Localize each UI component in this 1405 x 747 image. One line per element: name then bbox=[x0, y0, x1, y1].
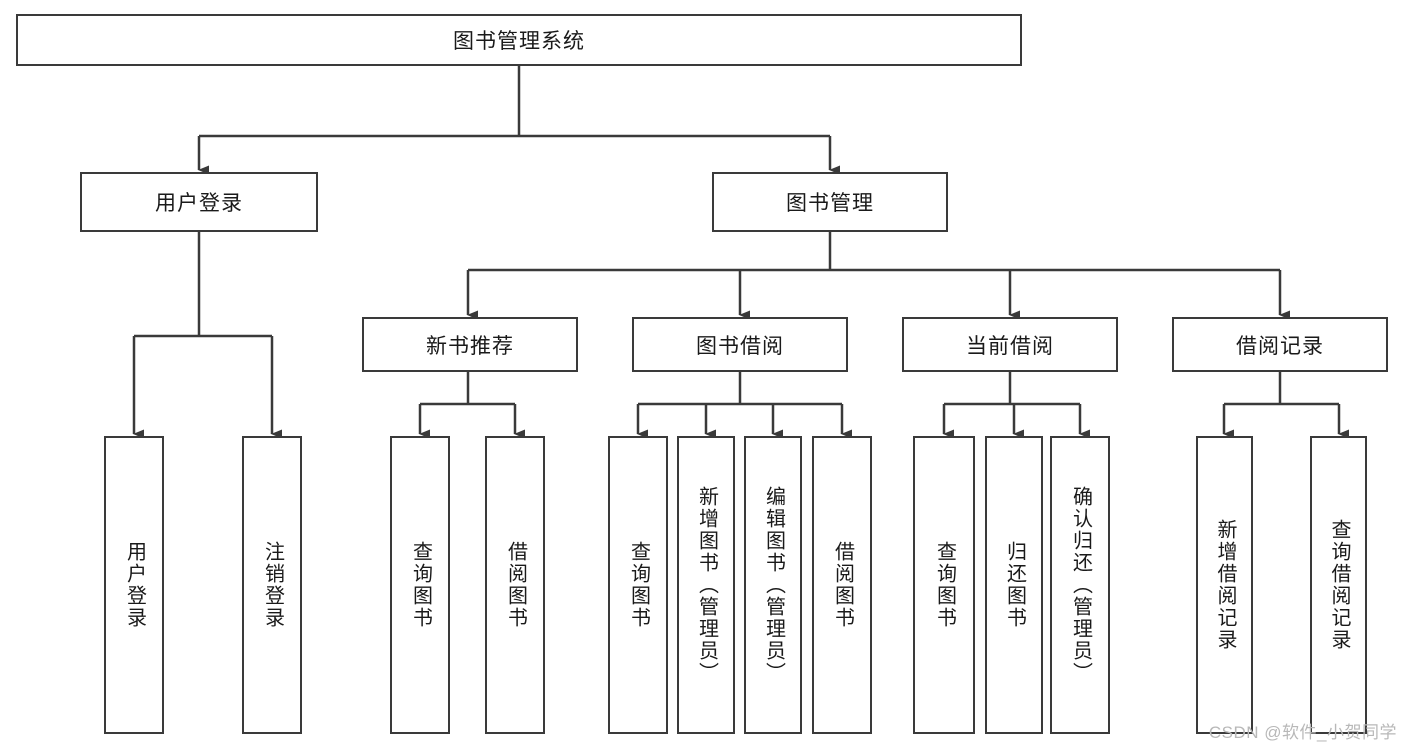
node-label: 用户登录 bbox=[155, 192, 243, 215]
node-label: 图书借阅 bbox=[696, 334, 784, 358]
node-label: 查询图书 bbox=[627, 541, 650, 629]
node-label: 查询图书 bbox=[933, 541, 956, 629]
leaf-query-book-current[interactable]: 查询图书 bbox=[913, 436, 975, 734]
node-user-login[interactable]: 用户登录 bbox=[80, 172, 318, 232]
node-label: 借阅图书 bbox=[504, 541, 527, 629]
node-label: 注销登录 bbox=[261, 541, 284, 629]
leaf-query-borrow-record[interactable]: 查询借阅记录 bbox=[1310, 436, 1367, 734]
node-label: 借阅图书 bbox=[831, 541, 854, 629]
node-root-book-management-system[interactable]: 图书管理系统 bbox=[16, 14, 1022, 66]
leaf-confirm-return-admin[interactable]: 确认归还（管理员） bbox=[1050, 436, 1110, 734]
leaf-logout[interactable]: 注销登录 bbox=[242, 436, 302, 734]
node-book-borrow[interactable]: 图书借阅 bbox=[632, 317, 848, 372]
node-label: 用户登录 bbox=[123, 541, 146, 629]
leaf-user-login[interactable]: 用户登录 bbox=[104, 436, 164, 734]
node-label: 查询图书 bbox=[409, 541, 432, 629]
watermark: CSDN @软件_小贺同学 bbox=[1208, 723, 1397, 742]
node-label: 确认归还（管理员） bbox=[1069, 486, 1092, 684]
node-label: 图书管理系统 bbox=[453, 30, 585, 53]
leaf-add-borrow-record[interactable]: 新增借阅记录 bbox=[1196, 436, 1253, 734]
leaf-return-book[interactable]: 归还图书 bbox=[985, 436, 1043, 734]
node-new-book-recommend[interactable]: 新书推荐 bbox=[362, 317, 578, 372]
node-label: 借阅记录 bbox=[1236, 334, 1324, 358]
node-label: 归还图书 bbox=[1003, 541, 1026, 629]
node-current-borrow[interactable]: 当前借阅 bbox=[902, 317, 1118, 372]
leaf-query-book-borrow[interactable]: 查询图书 bbox=[608, 436, 668, 734]
node-label: 新书推荐 bbox=[426, 334, 514, 358]
node-book-management[interactable]: 图书管理 bbox=[712, 172, 948, 232]
node-borrow-record[interactable]: 借阅记录 bbox=[1172, 317, 1388, 372]
leaf-query-book-recommend[interactable]: 查询图书 bbox=[390, 436, 450, 734]
node-label: 查询借阅记录 bbox=[1328, 519, 1350, 651]
node-label: 编辑图书（管理员） bbox=[762, 486, 785, 684]
leaf-add-book-admin[interactable]: 新增图书（管理员） bbox=[677, 436, 735, 734]
node-label: 新增借阅记录 bbox=[1214, 519, 1236, 651]
leaf-edit-book-admin[interactable]: 编辑图书（管理员） bbox=[744, 436, 802, 734]
leaf-borrow-book[interactable]: 借阅图书 bbox=[812, 436, 872, 734]
leaf-borrow-book-recommend[interactable]: 借阅图书 bbox=[485, 436, 545, 734]
node-label: 新增图书（管理员） bbox=[695, 486, 718, 684]
node-label: 当前借阅 bbox=[966, 334, 1054, 358]
node-label: 图书管理 bbox=[786, 192, 874, 215]
